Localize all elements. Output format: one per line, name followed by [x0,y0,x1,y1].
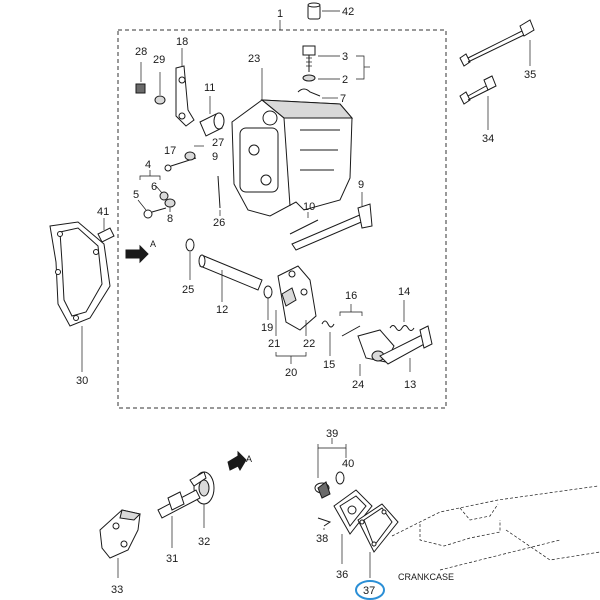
crankcase-outline [391,485,600,571]
part-label-26: 26 [213,217,225,229]
arrow-a-lower [227,450,247,472]
part-label-41: 41 [97,206,109,218]
part-42-cap [307,2,340,20]
part-28-nut [135,62,146,94]
part-16-screw [339,304,363,337]
part-label-10: 10 [303,201,315,213]
part-label-6: 6 [151,181,157,193]
part-label-39: 39 [326,428,338,440]
part-40-oring [335,471,345,485]
part-label-35: 35 [524,69,536,81]
part-label-1: 1 [277,8,283,20]
part-10-pin [289,212,319,235]
part-26-pin [217,175,221,216]
part-12-shaft [198,254,263,302]
part-label-11: 11 [204,82,215,94]
part-18-lever [175,48,195,127]
part-label-34: 34 [482,133,494,145]
part-21-22-fork [275,265,317,336]
part-label-42: 42 [342,6,354,18]
part-3-bolt [302,45,316,82]
part-label-21: 21 [268,338,280,350]
part-29-washer [154,72,166,105]
part-41-bushing [97,218,115,243]
part-13-lever [357,325,433,376]
part-9-lever [291,192,373,251]
part-label-2: 2 [342,74,348,86]
part-14-spring [389,300,415,331]
part-label-37: 37 [363,585,375,597]
part-label-4: 4 [145,159,151,171]
part-label-9-b: 9 [358,179,364,191]
part-label-15: 15 [323,359,335,371]
arrow-a-lower-label: A [246,454,252,464]
part-7-clip [297,88,338,99]
part-label-17: 17 [164,145,176,157]
part-label-8: 8 [167,213,173,225]
crankcase-label: CRANKCASE [398,572,454,582]
part-38-bolt [317,517,332,530]
part-34-bolt [459,75,497,130]
arrow-a-upper [125,244,149,264]
arrow-a-upper-label: A [150,239,156,249]
part-8-washer [164,198,176,212]
part-label-27: 27 [212,137,224,149]
part-label-25: 25 [182,284,194,296]
part-37-gasket [357,503,399,578]
part-25-oring [185,238,195,280]
part-27-washer [184,145,204,161]
part-label-32: 32 [198,536,210,548]
part-label-36: 36 [336,569,348,581]
highlight-ring-37 [355,580,385,600]
part-label-16: 16 [345,290,357,302]
part-19-washer [263,285,273,320]
part-15-washer [321,320,335,356]
part-23-housing [231,68,354,217]
part-39-plug [314,481,331,499]
assembly-box [117,29,447,409]
part-label-19: 19 [261,322,273,334]
part-label-7: 7 [340,93,346,105]
part-6-washer [155,185,169,201]
part-label-31: 31 [166,553,178,565]
part-5-bolt [137,199,167,219]
part-label-22: 22 [303,338,315,350]
part-36-cover [333,489,373,564]
part-label-23: 23 [248,53,260,65]
part-label-38: 38 [316,533,328,545]
part-label-40: 40 [342,458,354,470]
part-label-13: 13 [404,379,416,391]
part-11-bushing [199,96,225,137]
part-label-18: 18 [176,36,188,48]
part-31-shaft [157,489,201,548]
part-label-9: 9 [212,151,218,163]
part-33-bracket [99,509,141,578]
part-label-30: 30 [76,375,88,387]
part-label-12: 12 [216,304,228,316]
part-label-29: 29 [153,54,165,66]
part-label-3: 3 [342,51,348,63]
part-label-24: 24 [352,379,364,391]
part-label-28: 28 [135,46,147,58]
part-label-14: 14 [398,286,410,298]
part-label-5: 5 [133,189,139,201]
part-35-bolt [459,19,535,67]
part-label-20: 20 [285,367,297,379]
part-label-33: 33 [111,584,123,596]
part-30-gasket [49,221,111,372]
